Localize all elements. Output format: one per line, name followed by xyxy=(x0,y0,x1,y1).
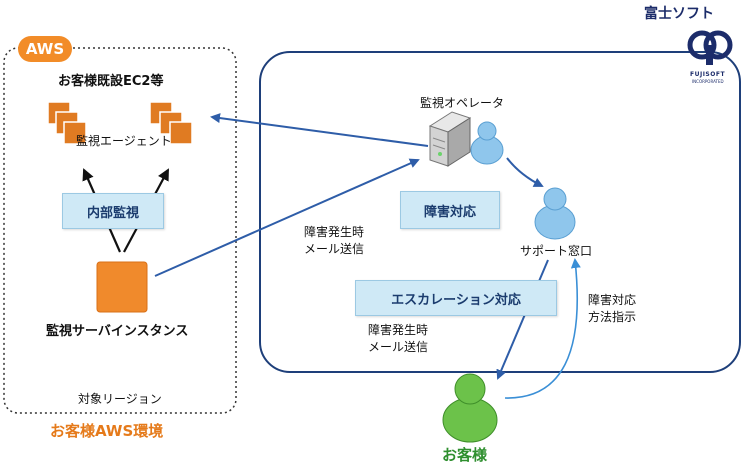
aws-badge: AWS xyxy=(18,36,72,62)
internal-monitoring-box: 内部監視 xyxy=(62,193,164,229)
fujisoft-logo-subtext: INCORPORATED xyxy=(692,79,724,84)
incident-response-box: 障害対応 xyxy=(400,191,500,229)
customer-label: お客様 xyxy=(442,446,488,464)
fujisoft-jp-name: 富士ソフト xyxy=(644,6,714,22)
customer-aws-env-label: お客様AWS環境 xyxy=(50,422,164,440)
monitoring-server-instance-icon xyxy=(96,261,148,313)
customer-person-icon xyxy=(442,373,498,443)
ec2-title: お客様既設EC2等 xyxy=(58,74,164,89)
ec2-instance-stack-icon xyxy=(149,101,193,145)
ec2-instance-stack-icon xyxy=(47,101,87,145)
operator-label: 監視オペレータ xyxy=(420,96,505,110)
fujisoft-logo-icon xyxy=(687,30,733,65)
support-label: サポート窓口 xyxy=(520,244,593,258)
agent-label: 監視エージェント xyxy=(76,134,172,148)
aws-region-box xyxy=(3,47,237,414)
support-person-icon xyxy=(534,187,576,240)
operator-person-icon xyxy=(470,121,504,165)
escalation-box: エスカレーション対応 xyxy=(355,280,557,316)
monitoring-server-label: 監視サーバインスタンス xyxy=(46,324,189,339)
mail-notify-annotation-2: 障害発生時 メール送信 xyxy=(368,323,429,354)
server-icon xyxy=(428,111,472,167)
fujisoft-logo-text: FUJISOFT xyxy=(690,71,726,78)
region-label: 対象リージョン xyxy=(78,392,162,406)
response-instruction-annotation: 障害対応 方法指示 xyxy=(588,293,637,324)
mail-notify-annotation-1: 障害発生時 メール送信 xyxy=(304,225,365,256)
